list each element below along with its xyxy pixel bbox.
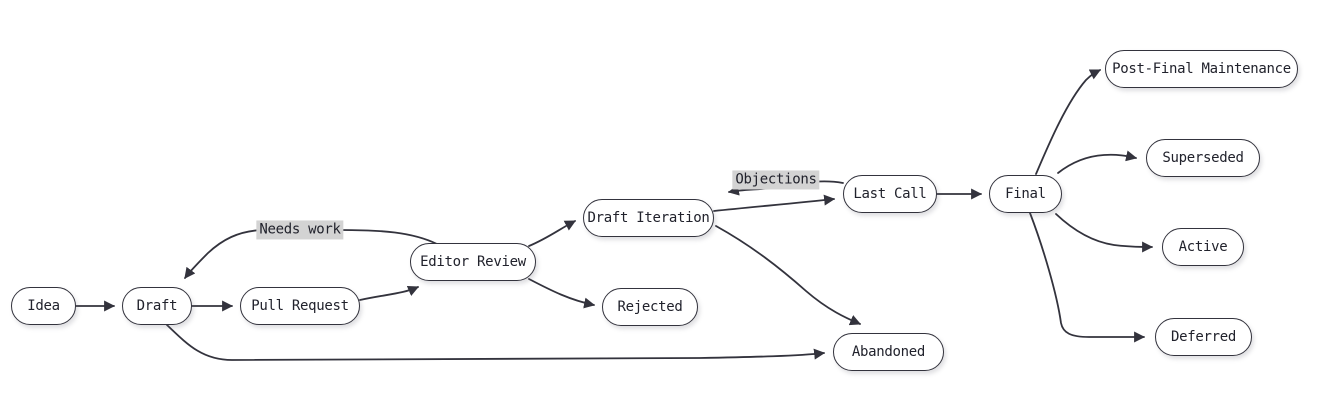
node-superseded-label: Superseded [1162, 150, 1244, 166]
edge-pull-request-editor-review [359, 285, 420, 301]
node-superseded: Superseded [1146, 139, 1260, 177]
edge-draft-iteration-abandoned [715, 225, 862, 326]
edge-draft-iteration-last-call [713, 194, 836, 212]
node-editor-review-label: Editor Review [420, 254, 526, 270]
node-last-call-label: Last Call [853, 186, 927, 202]
node-final-label: Final [1005, 186, 1046, 202]
node-last-call: Last Call [843, 175, 937, 213]
node-pull-request-label: Pull Request [251, 298, 349, 314]
edge-final-post-final-maintenance [1035, 69, 1101, 175]
edge-editor-review-rejected [528, 278, 596, 309]
node-pull-request: Pull Request [240, 287, 360, 325]
node-rejected: Rejected [602, 288, 698, 326]
node-idea-label: Idea [27, 298, 60, 314]
node-editor-review: Editor Review [410, 243, 536, 281]
edge-editor-review-draft-iteration [528, 220, 576, 247]
node-rejected-label: Rejected [617, 299, 683, 315]
node-draft: Draft [122, 287, 192, 325]
node-post-final-maintenance-label: Post-Final Maintenance [1112, 61, 1291, 77]
edge-label-objections: Objections [732, 170, 820, 190]
node-deferred: Deferred [1155, 318, 1252, 356]
edge-final-active [1055, 213, 1154, 253]
edge-final-deferred [1029, 212, 1146, 343]
edge-draft-abandoned [166, 324, 826, 361]
node-abandoned-label: Abandoned [851, 344, 926, 360]
node-deferred-label: Deferred [1170, 329, 1237, 345]
edge-final-superseded [1057, 150, 1138, 174]
node-abandoned: Abandoned [833, 333, 944, 371]
edge-editor-review-draft-needs-work [184, 229, 438, 279]
node-final: Final [989, 175, 1062, 213]
node-active-label: Active [1178, 239, 1228, 255]
node-active: Active [1162, 228, 1244, 266]
node-draft-label: Draft [136, 298, 178, 314]
node-draft-iteration: Draft Iteration [583, 199, 714, 237]
edge-label-needs-work: Needs work [256, 220, 344, 240]
node-idea: Idea [11, 287, 76, 325]
node-post-final-maintenance: Post-Final Maintenance [1105, 50, 1298, 88]
node-draft-iteration-label: Draft Iteration [587, 210, 710, 226]
